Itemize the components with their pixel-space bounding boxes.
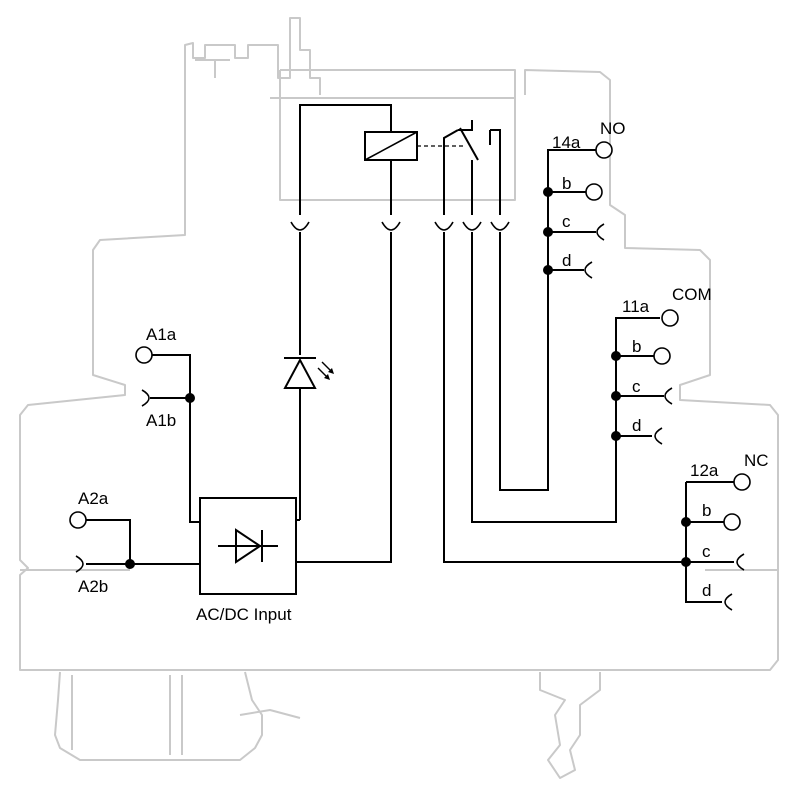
label-nc-d: d — [702, 581, 712, 600]
label-11a: 11a — [622, 297, 650, 316]
label-no-d: d — [562, 251, 572, 270]
label-com: COM — [672, 285, 712, 304]
terminal-a2a — [69, 511, 87, 529]
led-icon — [283, 357, 334, 389]
label-12a: 12a — [690, 461, 719, 480]
label-a2b: A2b — [78, 577, 109, 596]
no-terminals — [543, 141, 613, 279]
relay-contact-icon — [458, 120, 501, 215]
label-nc: NC — [744, 451, 769, 470]
terminal-a1a — [135, 346, 153, 364]
label-no-c: c — [562, 212, 571, 231]
label-no: NO — [600, 119, 626, 138]
label-a1b: A1b — [146, 411, 177, 430]
label-14a: 14a — [552, 133, 581, 152]
label-ac-dc-input: AC/DC Input — [196, 605, 292, 624]
input-terminals — [69, 346, 200, 573]
label-com-b: b — [632, 337, 642, 356]
socket-wiring — [296, 149, 686, 563]
label-nc-b: b — [702, 501, 712, 520]
label-com-d: d — [632, 416, 642, 435]
terminal-a1b — [141, 389, 150, 407]
housing-outline — [19, 17, 779, 779]
label-nc-c: c — [702, 542, 711, 561]
label-com-c: c — [632, 377, 641, 396]
rectifier-icon — [199, 497, 297, 595]
internal-wiring — [299, 104, 473, 215]
terminal-a2b — [75, 555, 84, 573]
nc-terminals — [681, 473, 751, 611]
relay-coil-icon — [364, 131, 418, 161]
com-terminals — [611, 309, 679, 445]
label-a1a: A1a — [146, 325, 177, 344]
label-no-b: b — [562, 174, 572, 193]
relay-socket-connectors — [290, 221, 510, 231]
label-a2a: A2a — [78, 489, 109, 508]
